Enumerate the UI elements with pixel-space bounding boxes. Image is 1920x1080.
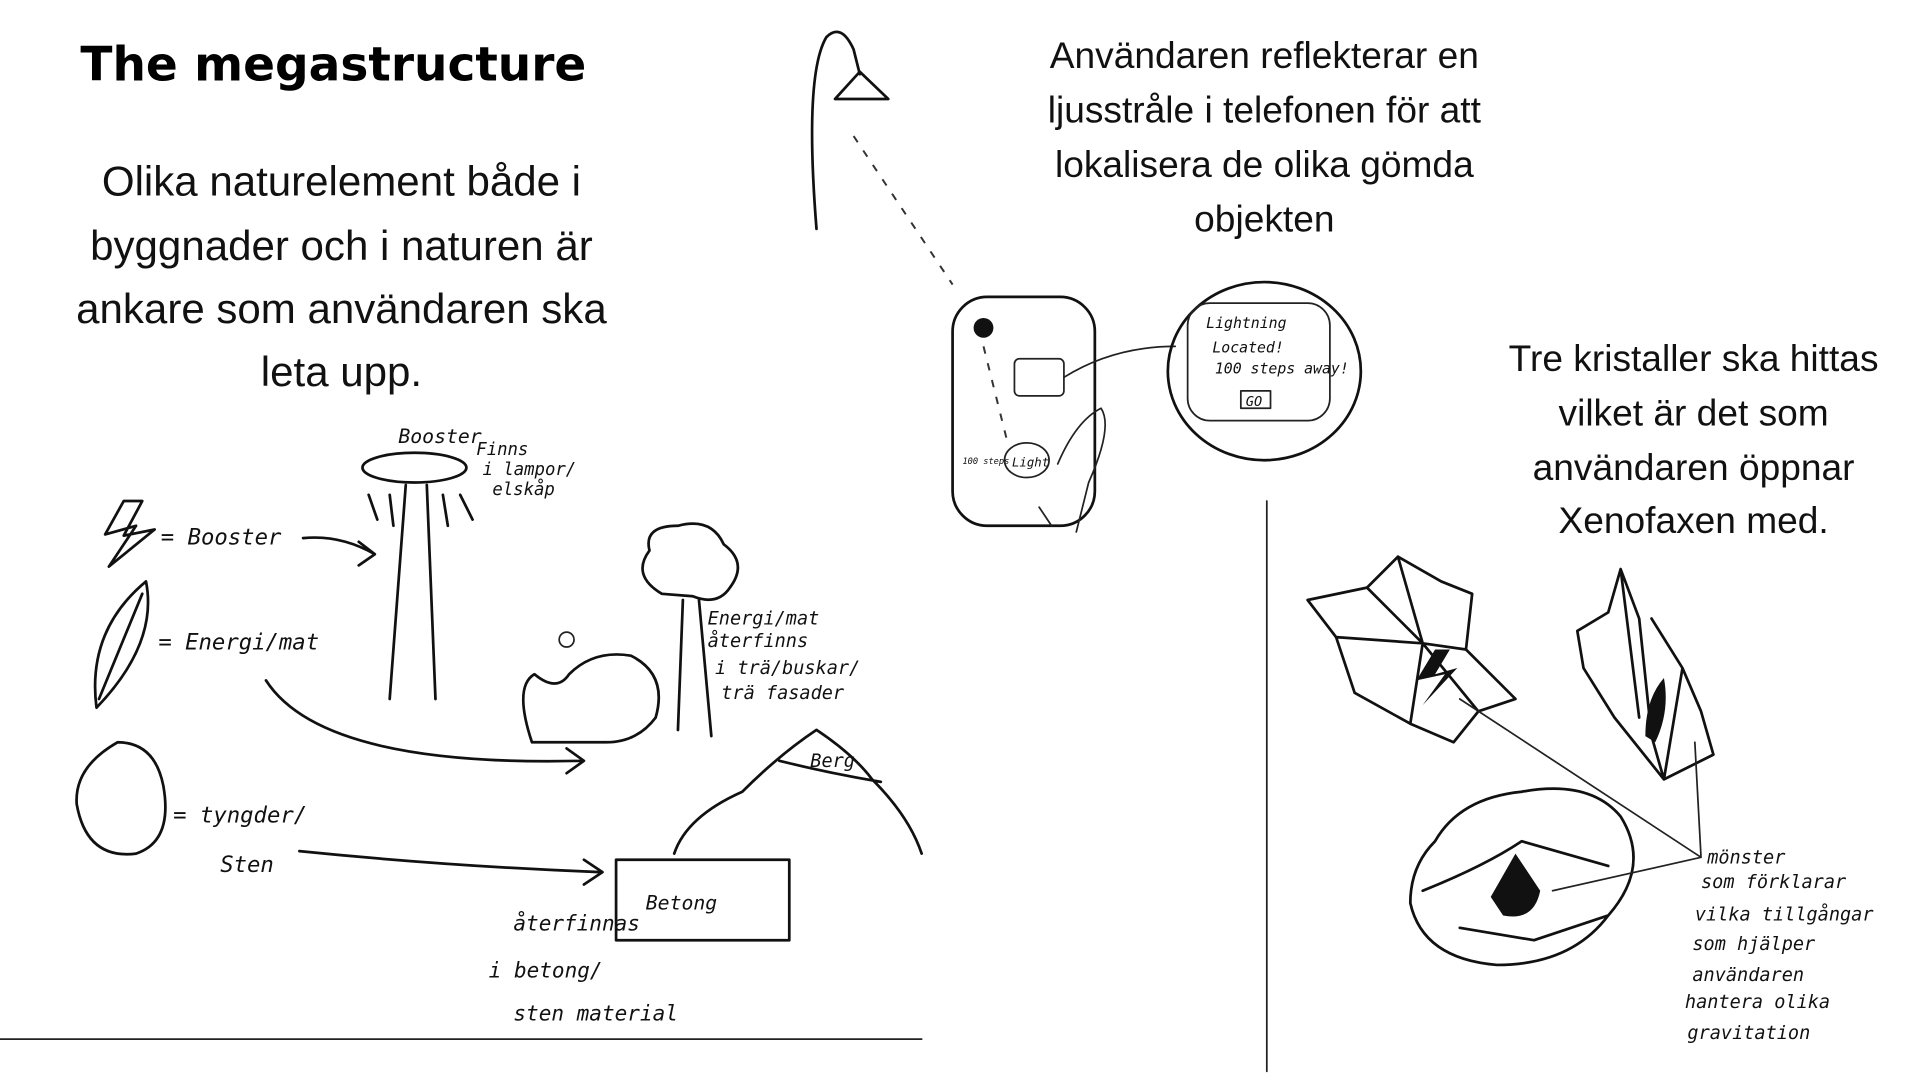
lamp-icon	[361, 451, 468, 484]
note-line: trä fasader	[721, 683, 845, 704]
tree-icon	[641, 522, 740, 738]
note-line: återfinns	[708, 629, 809, 652]
lamp-label: Booster	[398, 425, 481, 448]
caption-line: lokalisera de olika gömda	[1055, 143, 1474, 185]
lamp-note: i lampor/	[482, 460, 576, 480]
phone-sketch	[951, 295, 1097, 528]
caption-line: objekten	[1194, 197, 1334, 239]
lightning-spark-icon	[973, 317, 994, 338]
lamp-note: Finns	[476, 440, 528, 460]
crystal-leaf	[1575, 567, 1715, 781]
note-line: som hjälper	[1692, 934, 1816, 955]
note-line: sten material	[513, 1001, 677, 1026]
leaf-icon	[1645, 677, 1666, 743]
popup-screen	[1186, 302, 1331, 422]
tree-note: Energi/mat återfinns i trä/buskar/ trä f…	[708, 609, 861, 704]
note-line: i betong/	[489, 957, 603, 982]
crystal-caption: Tre kristaller ska hittas vilket är det …	[1509, 337, 1879, 541]
lamp-note: elskåp	[492, 478, 554, 500]
hand-icon	[1038, 407, 1107, 533]
note-line: återfinnas	[513, 909, 640, 935]
intro-line: ankare som användaren ska	[76, 285, 607, 332]
crystal-stone	[1408, 787, 1635, 967]
lightning-icon	[103, 499, 157, 568]
intro-line: byggnader och i naturen är	[90, 222, 593, 269]
zoom-bubble	[1166, 280, 1363, 462]
phone-caption: Användaren reflekterar en ljusstråle i t…	[1048, 34, 1482, 239]
intro-text: Olika naturelement både i byggnader och …	[76, 157, 607, 395]
go-button-label: GO	[1246, 394, 1262, 410]
connector-line	[1063, 345, 1177, 379]
go-button[interactable]	[1239, 390, 1272, 410]
arrow	[298, 849, 604, 886]
caption-line: användaren öppnar	[1533, 446, 1855, 488]
light-button-label: Light	[1012, 455, 1049, 469]
note-line: hantera olika	[1685, 992, 1830, 1013]
note-line: som förklarar	[1701, 872, 1847, 893]
note-line: i trä/buskar/	[715, 658, 860, 679]
betong-note: återfinnas i betong/ sten material	[489, 909, 678, 1025]
monster-note: mönster som förklarar vilka tillgångar s…	[1685, 848, 1874, 1045]
betong-box	[614, 858, 791, 942]
mountain-label: Berg	[810, 751, 855, 772]
lightning-icon	[1416, 649, 1458, 706]
flower-icon	[558, 631, 575, 648]
leaf-icon	[93, 580, 150, 709]
caption-line: Användaren reflekterar en	[1050, 34, 1479, 76]
note-line: gravitation	[1687, 1023, 1810, 1044]
caption-line: ljusstråle i telefonen för att	[1048, 88, 1482, 130]
legend-weight: = tyngder/	[173, 803, 307, 829]
popup-line: Lightning	[1206, 315, 1286, 332]
popup-text: Lightning Located! 100 steps away!	[1206, 315, 1349, 378]
popup-line: 100 steps away!	[1215, 361, 1349, 378]
betong-label: Betong	[646, 891, 718, 914]
caption-line: Xenofaxen med.	[1558, 499, 1828, 541]
note-line: mönster	[1706, 848, 1786, 869]
arrow	[264, 679, 586, 775]
stone-icon	[1490, 853, 1541, 917]
bush-icon	[521, 653, 661, 744]
stone-icon	[75, 740, 167, 856]
caption-line: vilket är det som	[1559, 392, 1829, 434]
street-light-icon	[833, 70, 890, 101]
note-line: vilka tillgångar	[1695, 902, 1874, 925]
light-beam	[852, 135, 954, 286]
note-line: Energi/mat	[708, 609, 820, 630]
intro-line: leta upp.	[261, 348, 422, 395]
steps-label: 100 steps	[962, 457, 1009, 467]
street-light-pole	[810, 30, 862, 231]
legend-energy: = Energi/mat	[158, 629, 319, 655]
light-button[interactable]	[1003, 442, 1050, 479]
caption-line: Tre kristaller ska hittas	[1509, 337, 1879, 379]
crystal-lightning	[1306, 555, 1517, 744]
popup-line: Located!	[1212, 340, 1283, 357]
intro-line: Olika naturelement både i	[102, 157, 581, 204]
legend-weight: Sten	[220, 852, 274, 878]
mountain-icon	[672, 728, 924, 855]
note-line: användaren	[1692, 965, 1804, 986]
pointer-lines	[1458, 698, 1702, 892]
legend-booster: = Booster	[161, 524, 282, 550]
beam-dash	[982, 346, 1010, 446]
phone-popup-mini	[1013, 357, 1065, 397]
lamp-post	[367, 483, 474, 701]
arrow	[301, 536, 377, 567]
page-title: The megastructure	[80, 37, 586, 92]
